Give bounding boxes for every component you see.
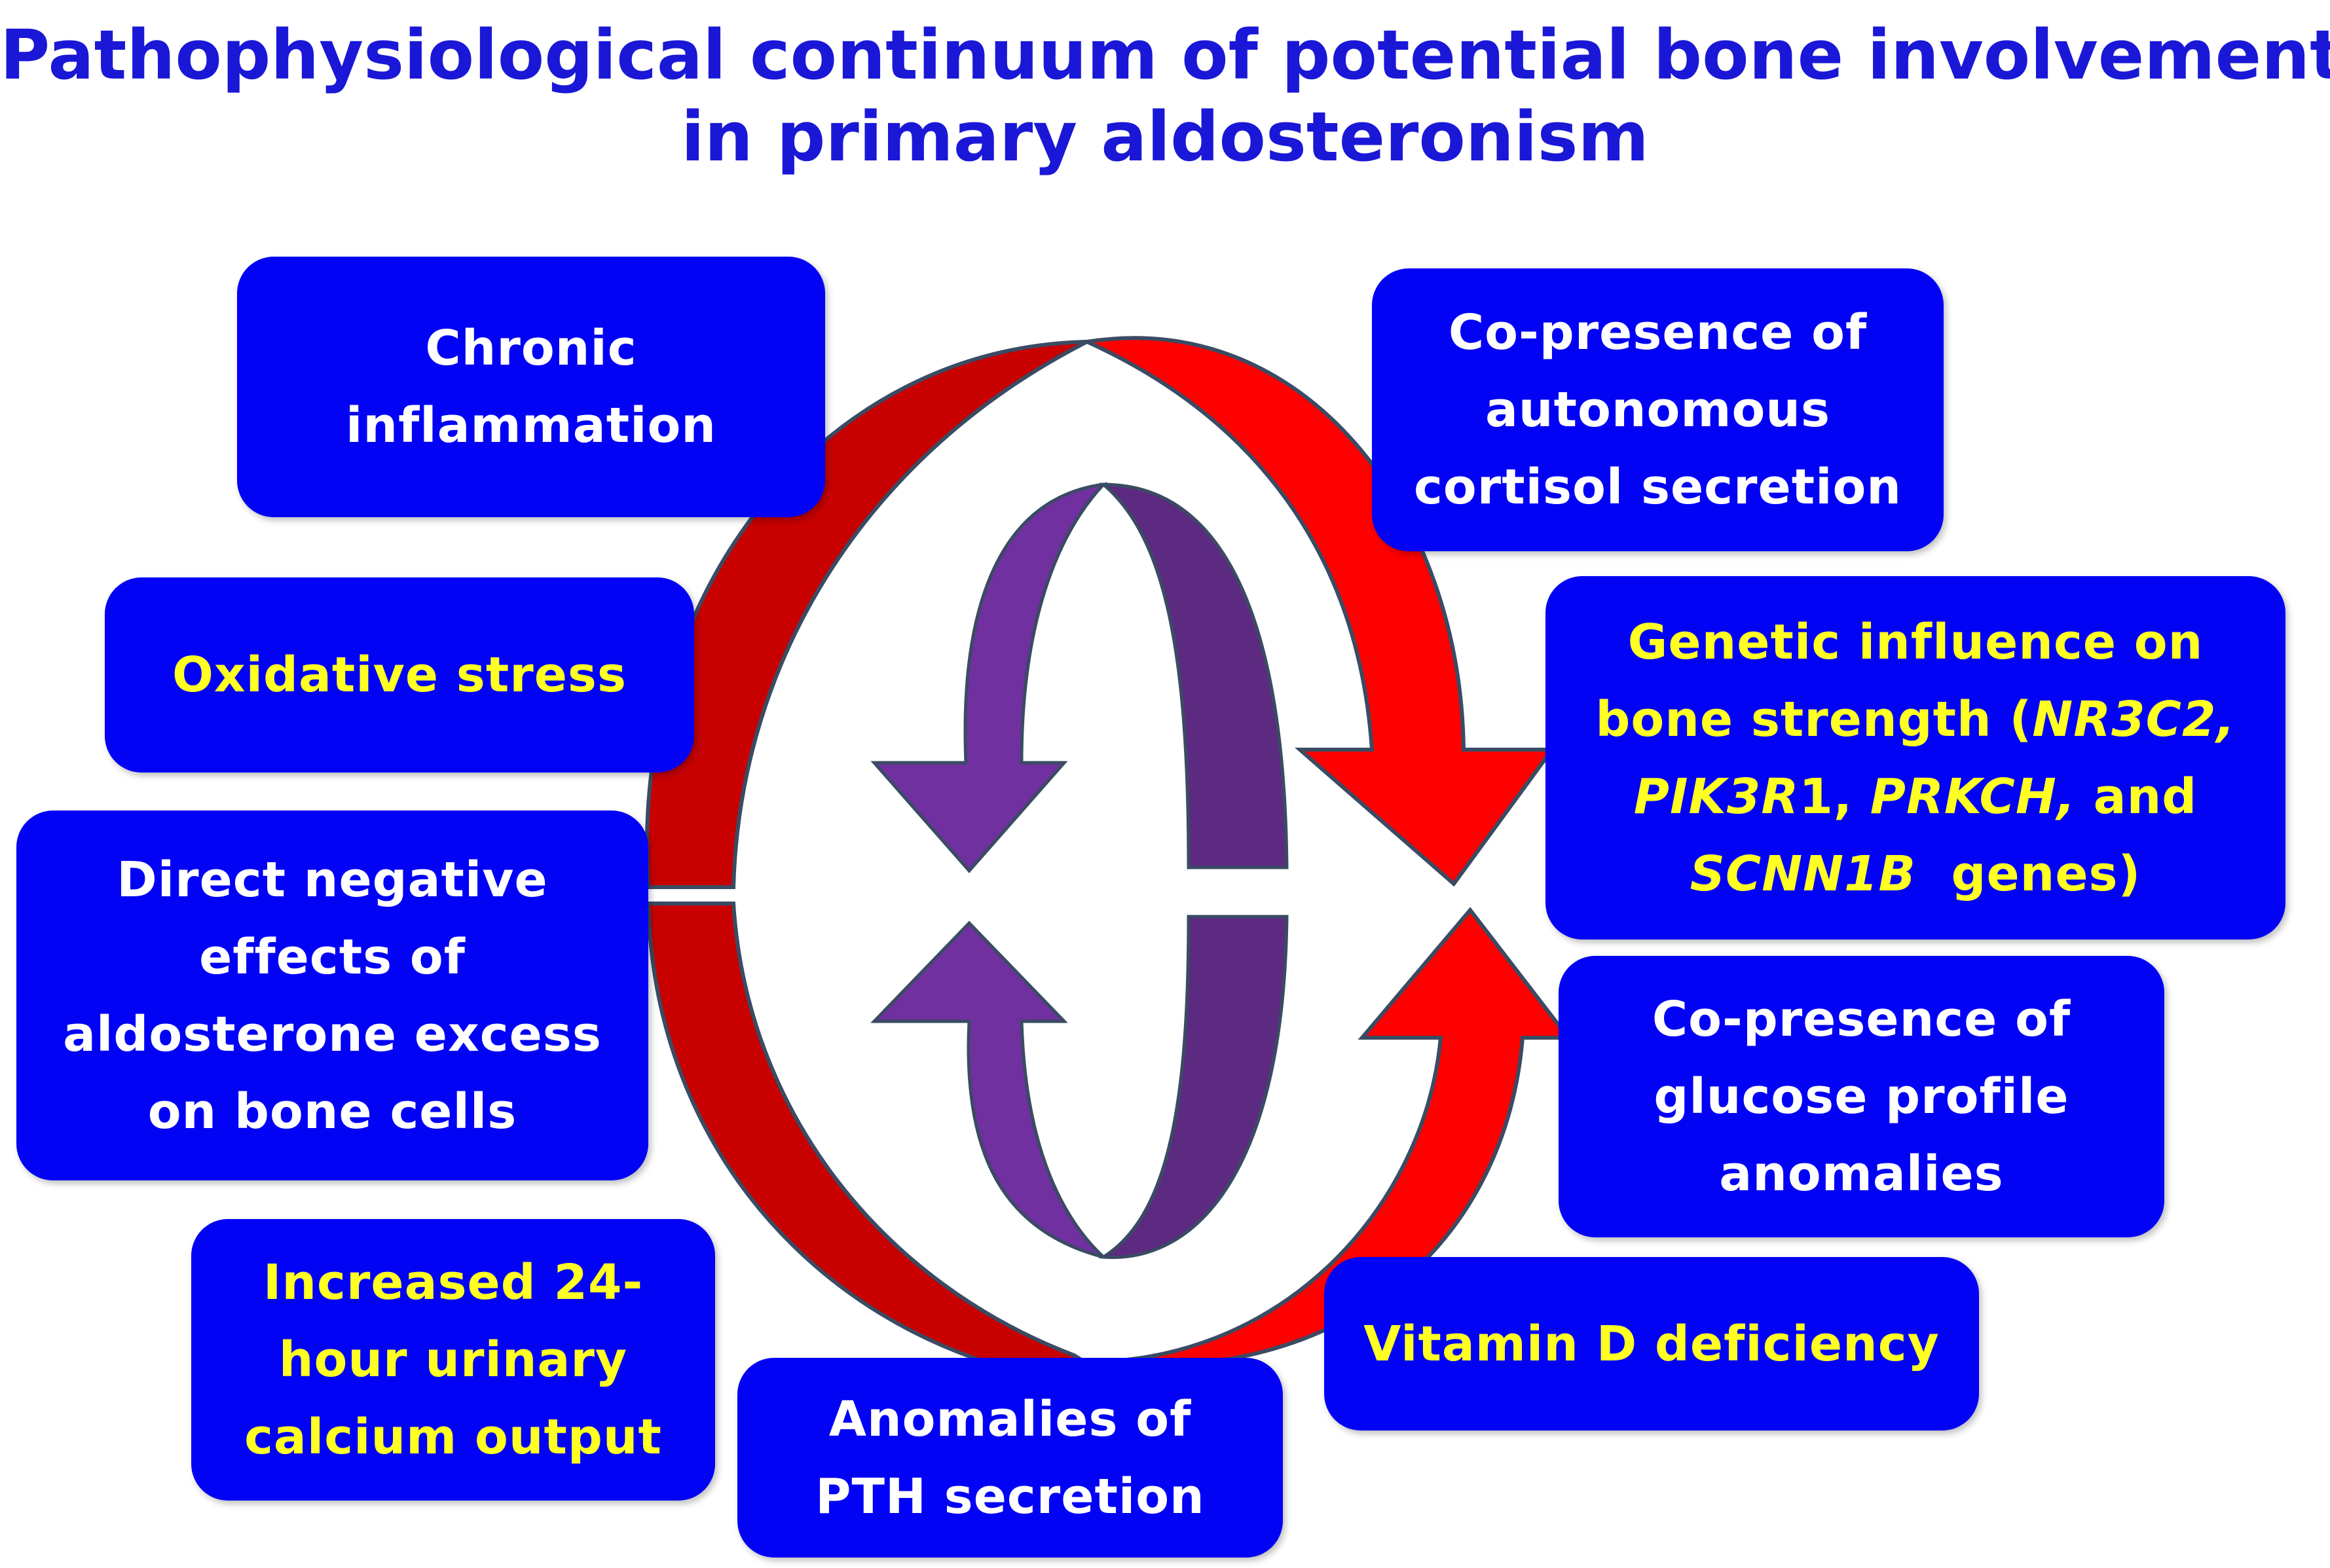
diagram-title: Pathophysiological continuum of potentia… [0,14,2330,178]
box-glucose-anomalies-text: Co-presence of glucose profile anomalies [1652,991,2071,1202]
box-oxidative-stress-text: Oxidative stress [172,647,627,703]
box-glucose-anomalies: Co-presence of glucose profile anomalies [1559,956,2164,1237]
gene-nr3c2: NR3C2, [2032,691,2236,748]
box-urinary-calcium: Increased 24- hour urinary calcium outpu… [191,1219,715,1501]
box-pth-secretion: Anomalies of PTH secretion [737,1358,1283,1558]
gene-pik3r: PIK3R [1633,768,1800,825]
box-aldosterone-effects-text: Direct negative effects of aldosterone e… [63,851,602,1140]
box-aldosterone-effects: Direct negative effects of aldosterone e… [16,811,648,1180]
genetic-suffix: genes) [1951,845,2141,902]
box-cortisol-secretion: Co-presence of autonomous cortisol secre… [1372,268,1944,551]
box-genetic-influence-text: Genetic influence on bone strength (NR3C… [1595,604,2235,913]
box-chronic-inflammation-text: Chronic inflammation [346,320,716,454]
box-pth-secretion-text: Anomalies of PTH secretion [815,1391,1205,1525]
outer-arrow-left-lower [646,902,1134,1391]
genetic-and: and [2093,768,2198,825]
genetic-line-2-prefix: bone strength ( [1595,691,2033,748]
box-vitamin-d-text: Vitamin D deficiency [1363,1315,1940,1372]
inner-arrow-left-down [870,482,1108,873]
gene-prkch: PRKCH, [1870,768,2076,825]
outer-arrow-right-down [1080,336,1556,887]
genetic-line-1: Genetic influence on [1627,613,2204,670]
box-genetic-influence: Genetic influence on bone strength (NR3C… [1545,576,2285,939]
title-line-1: Pathophysiological continuum of potentia… [0,15,2330,95]
box-chronic-inflammation: Chronic inflammation [237,257,825,517]
inner-arrow-right-band-lower [1098,915,1289,1260]
title-line-2: in primary aldosteronism [681,97,1649,177]
inner-arrow-left-up [870,921,1105,1259]
box-oxidative-stress: Oxidative stress [105,577,694,773]
gene-pik3r-suffix: 1, [1799,768,1853,825]
box-vitamin-d: Vitamin D deficiency [1324,1257,1979,1431]
box-urinary-calcium-text: Increased 24- hour urinary calcium outpu… [244,1254,662,1465]
gene-scnn1b: SCNN1B [1690,845,1916,902]
box-cortisol-secretion-text: Co-presence of autonomous cortisol secre… [1414,304,1902,515]
inner-arrow-right-band-upper [1099,483,1289,869]
